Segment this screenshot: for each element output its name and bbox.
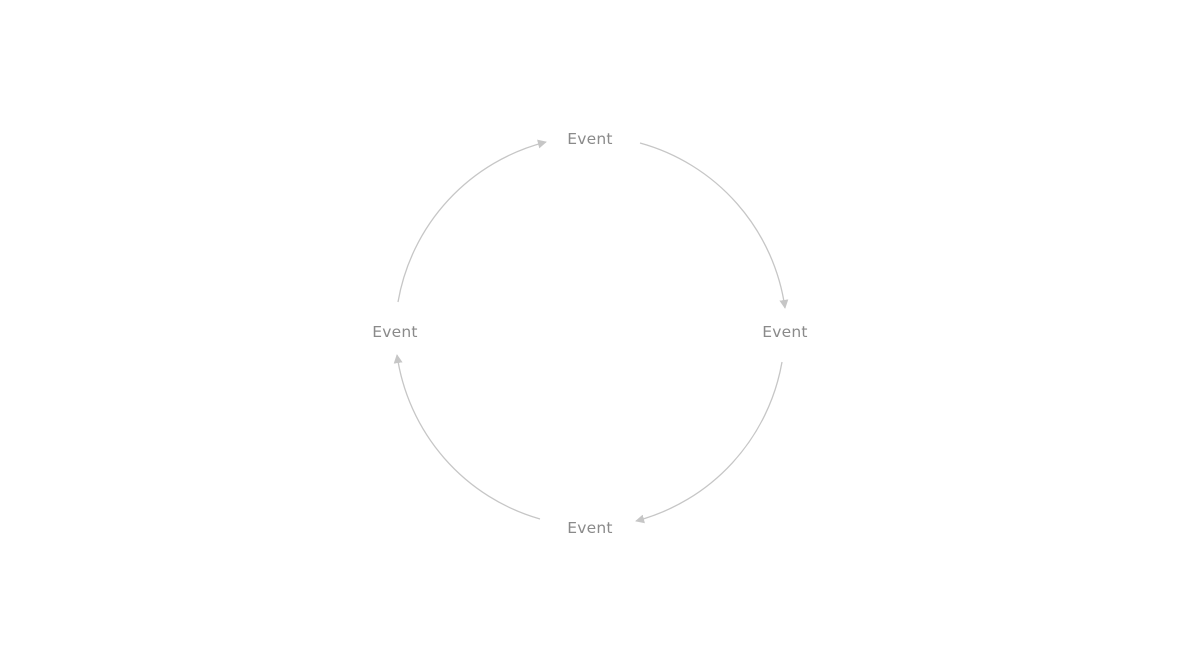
- event-node-right: Event: [762, 323, 807, 341]
- event-node-top: Event: [567, 130, 612, 148]
- connector-arrow-left-to-top: [397, 139, 547, 303]
- event-node-left: Event: [372, 323, 417, 341]
- connector-arrow-top-to-right: [639, 142, 789, 309]
- event-node-bottom: Event: [567, 519, 612, 537]
- connector-arrow-bottom-to-left: [393, 354, 541, 520]
- connector-arrow-right-to-bottom: [635, 361, 783, 524]
